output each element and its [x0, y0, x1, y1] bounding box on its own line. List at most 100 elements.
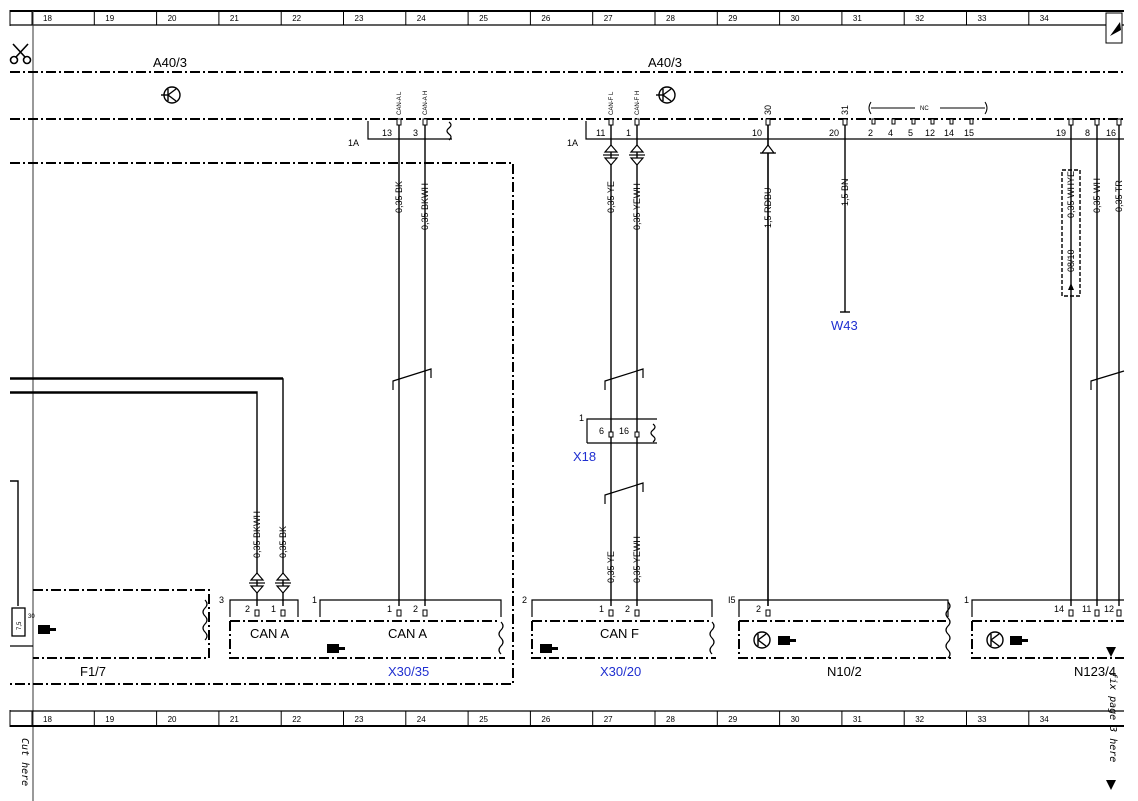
x30-20-pin-2: 2 — [625, 604, 630, 614]
bottom-ruler-col-30: 30 — [791, 715, 800, 724]
pin-nc-4: 4 — [888, 128, 893, 138]
transistor-icon — [986, 631, 1004, 649]
x18-pin-16: 16 — [619, 426, 629, 436]
x30-20-pin-1: 1 — [599, 604, 604, 614]
n10-2-pin-2: 2 — [756, 604, 761, 614]
signal-can-f-l: CAN-F L — [609, 91, 615, 115]
top-ruler-col-30: 30 — [791, 14, 800, 23]
n123-label: N123/4 — [1074, 664, 1116, 679]
x30-35-boundary — [10, 162, 514, 685]
x18-connector — [586, 418, 657, 444]
wire-label-bn: 1,5 BN — [840, 178, 850, 206]
bottom-ruler-col-31: 31 — [853, 715, 862, 724]
x30-20-squiggle — [709, 621, 715, 655]
bottom-ruler-col-34: 34 — [1040, 715, 1049, 724]
bottom-ruler-col-28: 28 — [666, 715, 675, 724]
cut-here-note: Cut here — [19, 738, 30, 786]
arrow-connectors — [249, 144, 776, 594]
wire-label-wh: 0,35 WH — [1092, 178, 1102, 213]
pin-nc-15: 15 — [964, 128, 974, 138]
n10-2-connector — [738, 599, 949, 617]
bottom-ruler-col-33: 33 — [978, 715, 987, 724]
top-ruler-col-23: 23 — [355, 14, 364, 23]
x18-pin-1: 1 — [579, 413, 584, 423]
pin-1: 1 — [626, 128, 631, 138]
bottom-ruler-col-19: 19 — [105, 715, 114, 724]
signal-can-a-h: CAN-A H — [423, 91, 429, 115]
right-margin-note: fix page 3 here — [1107, 672, 1118, 762]
x18-pin-6: 6 — [599, 426, 604, 436]
pointing-hand-icon — [1010, 636, 1028, 645]
x30-20-pin-stubs — [608, 609, 640, 617]
fuse-pin-30: 30 — [28, 614, 35, 620]
top-ruler-col-20: 20 — [168, 14, 177, 23]
bottom-ruler-col-21: 21 — [230, 715, 239, 724]
x30-20-connector — [531, 599, 713, 617]
top-ruler-col-34: 34 — [1040, 14, 1049, 23]
bottom-ruler-col-20: 20 — [168, 715, 177, 724]
pin-nc-12: 12 — [925, 128, 935, 138]
nc-bracket — [868, 101, 988, 115]
arrow-down-icon — [1106, 780, 1116, 790]
fuse-rating: 7,5 — [17, 621, 23, 630]
pin-nc-5: 5 — [908, 128, 913, 138]
top-ruler-col-31: 31 — [853, 14, 862, 23]
transistor-icon — [656, 86, 676, 104]
bottom-ruler-col-27: 27 — [604, 715, 613, 724]
wire-label-yewh-low: 0,35 YEWH — [632, 536, 642, 583]
pointing-hand-icon — [778, 636, 796, 645]
wire-label-bkwh: 0,35 BKWH — [420, 183, 430, 230]
x30-35-connector — [229, 599, 502, 617]
connector-1a-left: 1A — [348, 138, 359, 148]
top-ruler-col-22: 22 — [292, 14, 301, 23]
f1-7-label: F1/7 — [80, 664, 106, 679]
x30-35-pin-1: 1 — [271, 604, 276, 614]
pointing-hand-icon — [540, 644, 558, 653]
pin-8: 8 — [1085, 128, 1090, 138]
f1-7-squiggle — [202, 599, 208, 641]
a40-left-label: A40/3 — [153, 55, 187, 70]
n123-pin-stubs — [1068, 609, 1122, 617]
bottom-ruler-col-24: 24 — [417, 715, 426, 724]
f1-7-box — [33, 589, 210, 659]
wires — [10, 125, 1120, 606]
bottom-ruler-col-26: 26 — [541, 715, 550, 724]
pin-nc-2: 2 — [868, 128, 873, 138]
rail-end-squiggle — [446, 121, 452, 141]
connector-1a-right: 1A — [567, 138, 578, 148]
top-ruler-col-24: 24 — [417, 14, 426, 23]
transistor-icon — [753, 631, 771, 649]
whye-note: 08/10 — [1066, 249, 1076, 272]
n10-2-label: N10/2 — [827, 664, 862, 679]
bottom-ruler-col-23: 23 — [355, 715, 364, 724]
a40-right-label: A40/3 — [648, 55, 682, 70]
pin-13: 13 — [382, 128, 392, 138]
signal-can-a-l: CAN-A L — [397, 91, 403, 115]
x30-35-pin-2: 2 — [245, 604, 250, 614]
signal-31: 31 — [840, 105, 850, 115]
n123-pin-12: 12 — [1104, 604, 1114, 614]
x30-35-pin-1b: 1 — [387, 604, 392, 614]
x30-35-box — [229, 620, 505, 659]
wire-label-ye-low: 0,35 YE — [606, 551, 616, 583]
x30-35-squiggle — [498, 621, 504, 655]
signal-can-f-h: CAN-F H — [635, 91, 641, 115]
pin-16: 16 — [1106, 128, 1116, 138]
top-ruler-col-21: 21 — [230, 14, 239, 23]
a40-boundary — [10, 71, 1124, 120]
can-f-label: CAN F — [600, 626, 639, 641]
w43-label: W43 — [831, 318, 858, 333]
wire-label-bk: 0,35 BK — [394, 181, 404, 213]
x30-35-conn-1: 1 — [312, 595, 317, 605]
n123-group: 1 — [964, 595, 969, 605]
x30-20-label: X30/20 — [600, 664, 641, 679]
top-ruler-col-28: 28 — [666, 14, 675, 23]
connector-rails — [367, 121, 1124, 140]
pin-19: 19 — [1056, 128, 1066, 138]
bottom-ruler-col-25: 25 — [479, 715, 488, 724]
x30-35-pin-stubs — [254, 609, 428, 617]
top-ruler-col-29: 29 — [728, 14, 737, 23]
